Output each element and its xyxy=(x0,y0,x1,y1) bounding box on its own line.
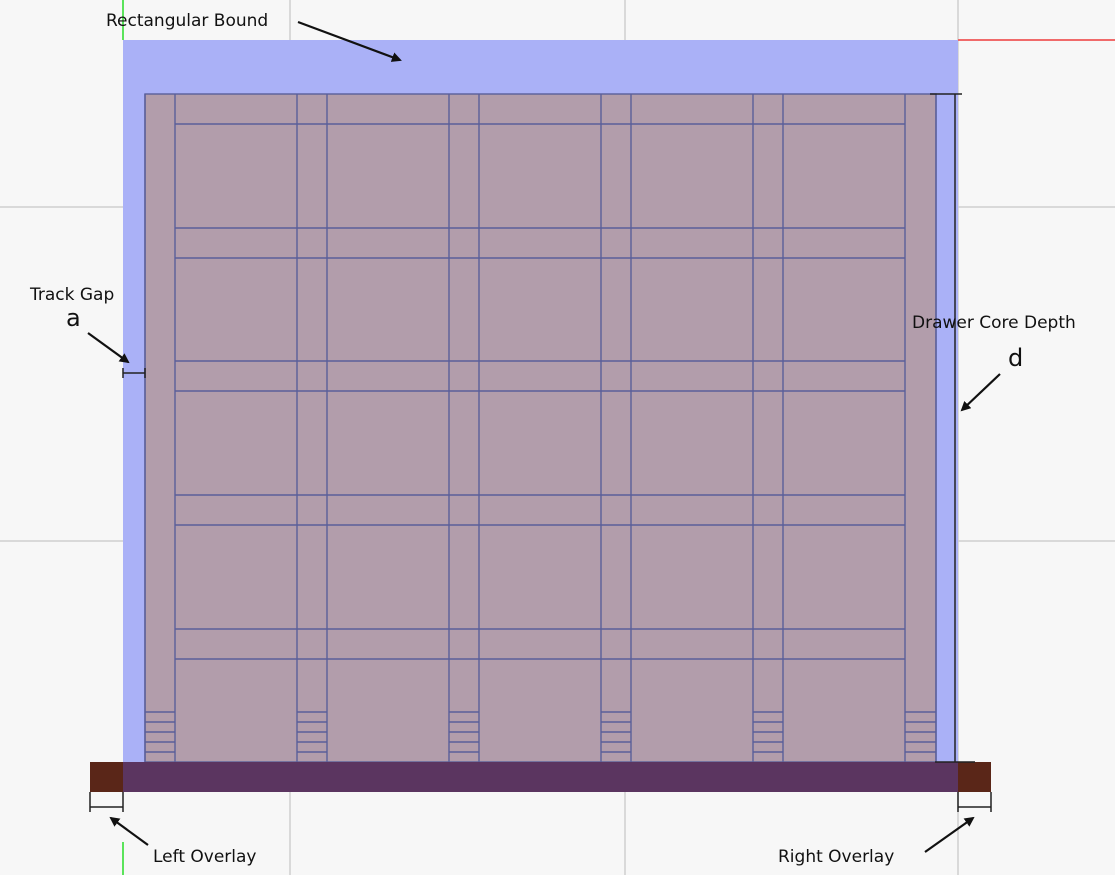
drawer-core-depth-label: Drawer Core Depth xyxy=(912,313,1076,333)
annotation-arrows xyxy=(87,20,1001,853)
base-bar xyxy=(123,762,958,792)
door-panel xyxy=(144,93,937,763)
drawer-core-depth-symbol: d xyxy=(1008,344,1023,372)
rectangular-bound-label: Rectangular Bound xyxy=(106,11,268,31)
right-overlay-block xyxy=(958,762,991,792)
dimension-marks xyxy=(89,93,992,812)
left-overlay-label: Left Overlay xyxy=(153,847,256,867)
left-overlay-block xyxy=(90,762,123,792)
track-gap-symbol: a xyxy=(66,304,81,332)
right-overlay-label: Right Overlay xyxy=(778,847,894,867)
track-gap-label: Track Gap xyxy=(29,285,114,305)
